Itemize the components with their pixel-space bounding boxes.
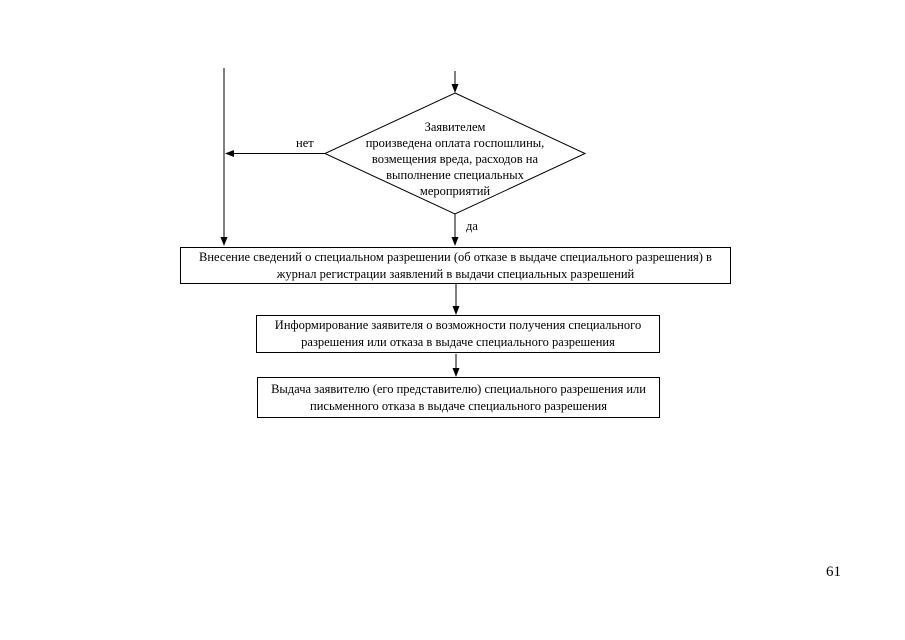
arrow-yes-to-box1	[451, 214, 459, 246]
branch-label-yes: да	[466, 219, 478, 233]
decision-text-line: произведена оплата госпошлины,	[365, 136, 545, 150]
process-box-register-journal: Внесение сведений о специальном разрешен…	[180, 247, 731, 284]
process-box-text-line: Выдача заявителю (его представителю) спе…	[271, 381, 646, 396]
page-number: 61	[826, 564, 841, 580]
arrow-into-decision	[451, 71, 459, 93]
decision-text-line: возмещения вреда, расходов на	[371, 152, 539, 166]
process-box-text-line: Внесение сведений о специальном разрешен…	[199, 249, 712, 264]
process-box-text-line: разрешения или отказа в выдаче специальн…	[301, 335, 615, 349]
decision-text: Заявителем произведена оплата госпошлины…	[330, 119, 580, 199]
decision-text-line: мероприятий	[419, 184, 491, 198]
decision-text-line: выполнение специальных	[386, 168, 524, 182]
decision-text-line: Заявителем	[424, 120, 486, 134]
branch-label-no: нет	[296, 136, 314, 150]
process-box-inform-applicant: Информирование заявителя о возможности п…	[256, 315, 660, 353]
line-no-vertical	[220, 68, 228, 246]
process-box-text-line: журнал регистрации заявлений в выдачи сп…	[276, 266, 635, 281]
arrow-box1-to-box2	[452, 284, 460, 315]
arrow-no-horizontal	[225, 150, 325, 157]
process-box-text-line: Информирование заявителя о возможности п…	[274, 318, 642, 332]
arrow-box2-to-box3	[452, 354, 460, 377]
process-box-issue-permit: Выдача заявителю (его представителю) спе…	[257, 377, 660, 418]
process-box-text-line: письменного отказа в выдаче специального…	[310, 398, 607, 413]
